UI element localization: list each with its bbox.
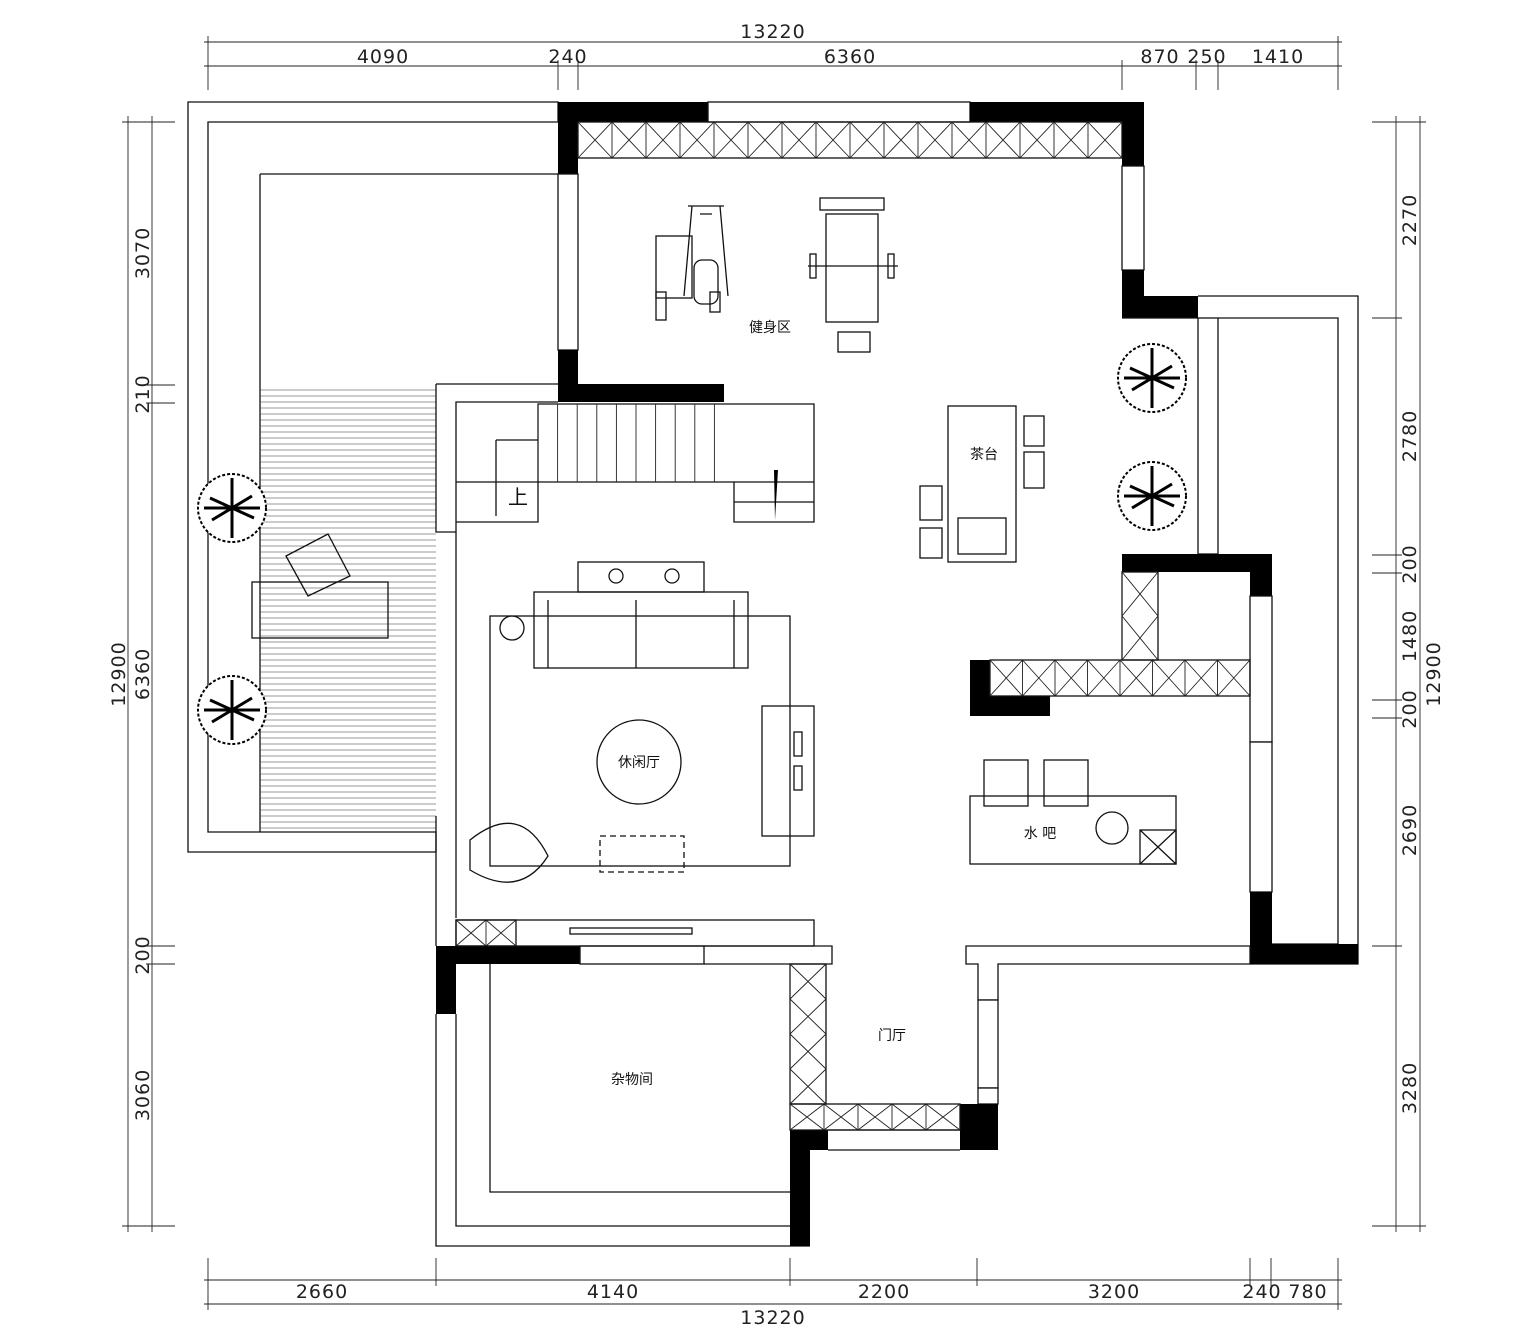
cabinet-cell bbox=[1121, 571, 1159, 617]
right-dim-1: 2270 bbox=[1399, 194, 1421, 246]
bottom-dimension-lines bbox=[204, 1258, 1342, 1310]
cabinet-cell bbox=[747, 121, 783, 159]
bottom-dim-5: 240 bbox=[1242, 1281, 1281, 1303]
bottom-dim-1: 2660 bbox=[296, 1281, 348, 1303]
cabinet-cell bbox=[823, 1103, 859, 1131]
right-dim-4: 1480 bbox=[1399, 610, 1421, 662]
top-dim-4: 870 bbox=[1140, 46, 1179, 68]
cabinet-cell bbox=[455, 919, 487, 947]
room-label-lounge: 休闲厅 bbox=[618, 755, 660, 771]
cabinet-cell bbox=[951, 121, 987, 159]
cabinet-cell bbox=[577, 121, 613, 159]
top-total-dimension: 13220 bbox=[740, 21, 805, 43]
cabinet-cell bbox=[883, 121, 919, 159]
cabinet-cell bbox=[713, 121, 749, 159]
tree-icon bbox=[197, 473, 267, 543]
cabinet-cell bbox=[789, 1033, 827, 1070]
cabinet-strip bbox=[789, 963, 827, 1105]
water-bar bbox=[969, 759, 1177, 865]
cabinet-cell bbox=[849, 121, 885, 159]
cabinet-cell bbox=[1054, 659, 1088, 697]
cabinet-cell bbox=[781, 121, 817, 159]
bottom-dim-3: 2200 bbox=[858, 1281, 910, 1303]
built-in-cabinets bbox=[455, 121, 1251, 1131]
left-dim-3: 6360 bbox=[132, 648, 154, 700]
cabinet-cell bbox=[1152, 659, 1186, 697]
left-dim-2: 210 bbox=[132, 374, 154, 413]
top-dim-5: 250 bbox=[1187, 46, 1226, 68]
cabinet-cell bbox=[1053, 121, 1089, 159]
room-label-gym: 健身区 bbox=[749, 320, 791, 336]
tree-icon bbox=[1117, 461, 1187, 531]
left-dim-5: 3060 bbox=[132, 1069, 154, 1121]
cabinet-cell bbox=[925, 1103, 961, 1131]
cabinet-cell bbox=[485, 919, 517, 947]
right-dimension-lines bbox=[1372, 116, 1426, 1232]
cabinet-cell bbox=[857, 1103, 893, 1131]
left-dim-4: 200 bbox=[132, 935, 154, 974]
cabinet-cell bbox=[1019, 121, 1055, 159]
right-total-dimension: 12900 bbox=[1423, 641, 1445, 706]
cabinet-cell bbox=[789, 963, 827, 1000]
cabinet-strip bbox=[1121, 571, 1159, 661]
cabinet-cell bbox=[1022, 659, 1056, 697]
cabinet-cell bbox=[1087, 121, 1123, 159]
right-dim-7: 3280 bbox=[1399, 1062, 1421, 1114]
cabinet-cell bbox=[891, 1103, 927, 1131]
cabinet-cell bbox=[815, 121, 851, 159]
bottom-total-dimension: 13220 bbox=[740, 1307, 805, 1329]
top-dim-2: 240 bbox=[548, 46, 587, 68]
room-label-foyer: 门厅 bbox=[878, 1028, 906, 1044]
tree-icon bbox=[1117, 343, 1187, 413]
right-dim-2: 2780 bbox=[1399, 410, 1421, 462]
top-dim-6: 1410 bbox=[1252, 46, 1304, 68]
cabinet-cell bbox=[1121, 615, 1159, 661]
left-total-dimension: 12900 bbox=[108, 641, 130, 706]
left-dim-1: 3070 bbox=[132, 227, 154, 279]
tv-console bbox=[455, 919, 815, 947]
wood-decking bbox=[260, 389, 436, 829]
room-label-water-bar: 水 吧 bbox=[1024, 826, 1056, 842]
tree-icon bbox=[197, 675, 267, 745]
top-dimension-lines bbox=[204, 36, 1342, 90]
tea-table-set bbox=[919, 405, 1045, 563]
cabinet-cell bbox=[1217, 659, 1251, 697]
cabinet-cell bbox=[1119, 659, 1153, 697]
stair-up-label: 上 bbox=[508, 485, 528, 509]
lounge-furniture bbox=[469, 561, 815, 883]
right-dim-5: 200 bbox=[1399, 689, 1421, 728]
cabinet-cell bbox=[789, 1068, 827, 1105]
walls bbox=[435, 101, 1359, 1247]
gym-equipment bbox=[655, 197, 898, 353]
cabinet-cell bbox=[789, 998, 827, 1035]
top-dim-3: 6360 bbox=[824, 46, 876, 68]
left-dimension-lines bbox=[122, 116, 175, 1232]
cabinet-cell bbox=[989, 659, 1023, 697]
bottom-dim-4: 3200 bbox=[1088, 1281, 1140, 1303]
cabinet-cell bbox=[679, 121, 715, 159]
room-label-storage: 杂物间 bbox=[611, 1072, 653, 1088]
room-label-tea-table: 茶台 bbox=[970, 447, 998, 463]
outdoor-table bbox=[251, 533, 389, 639]
right-dim-3: 200 bbox=[1399, 544, 1421, 583]
bottom-dim-2: 4140 bbox=[587, 1281, 639, 1303]
cabinet-cell bbox=[985, 121, 1021, 159]
stair-steps bbox=[537, 404, 715, 482]
top-dim-1: 4090 bbox=[357, 46, 409, 68]
cabinet-cell bbox=[1087, 659, 1121, 697]
cabinet-cell bbox=[645, 121, 681, 159]
bottom-dim-6: 780 bbox=[1288, 1281, 1327, 1303]
cabinet-cell bbox=[917, 121, 953, 159]
right-dim-6: 2690 bbox=[1399, 804, 1421, 856]
cabinet-cell bbox=[789, 1103, 825, 1131]
cabinet-cell bbox=[611, 121, 647, 159]
cabinet-cell bbox=[1184, 659, 1218, 697]
